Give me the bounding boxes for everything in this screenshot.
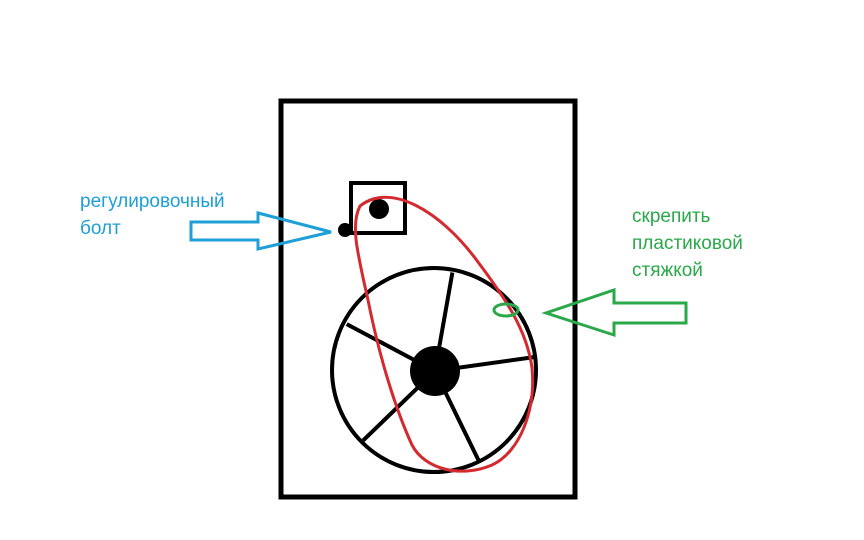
wheel [330, 266, 538, 474]
adjusting-bolt-label-line: регулировочный [80, 191, 225, 212]
zip-tie-label-line: пластиковой [632, 233, 743, 254]
arrow-to-bolt [189, 211, 332, 251]
adjuster-pulley [369, 199, 389, 219]
arrow-to-zip-tie [541, 287, 688, 338]
belt-loop [353, 195, 535, 473]
adjusting-bolt [338, 223, 352, 237]
zip-tie-label: скрепить пластиковой стяжкой [632, 203, 743, 284]
zip-tie-label-line: стяжкой [632, 260, 703, 281]
wheel-hub [410, 346, 460, 396]
zip-tie-label-line: скрепить [632, 206, 711, 227]
adjusting-bolt-label: регулировочный болт [80, 188, 225, 242]
adjusting-bolt-label-line: болт [80, 218, 121, 239]
adjuster-bracket [349, 181, 407, 235]
wheel-rim [330, 266, 538, 474]
housing-frame [278, 98, 578, 500]
zip-tie-mark [492, 302, 520, 318]
